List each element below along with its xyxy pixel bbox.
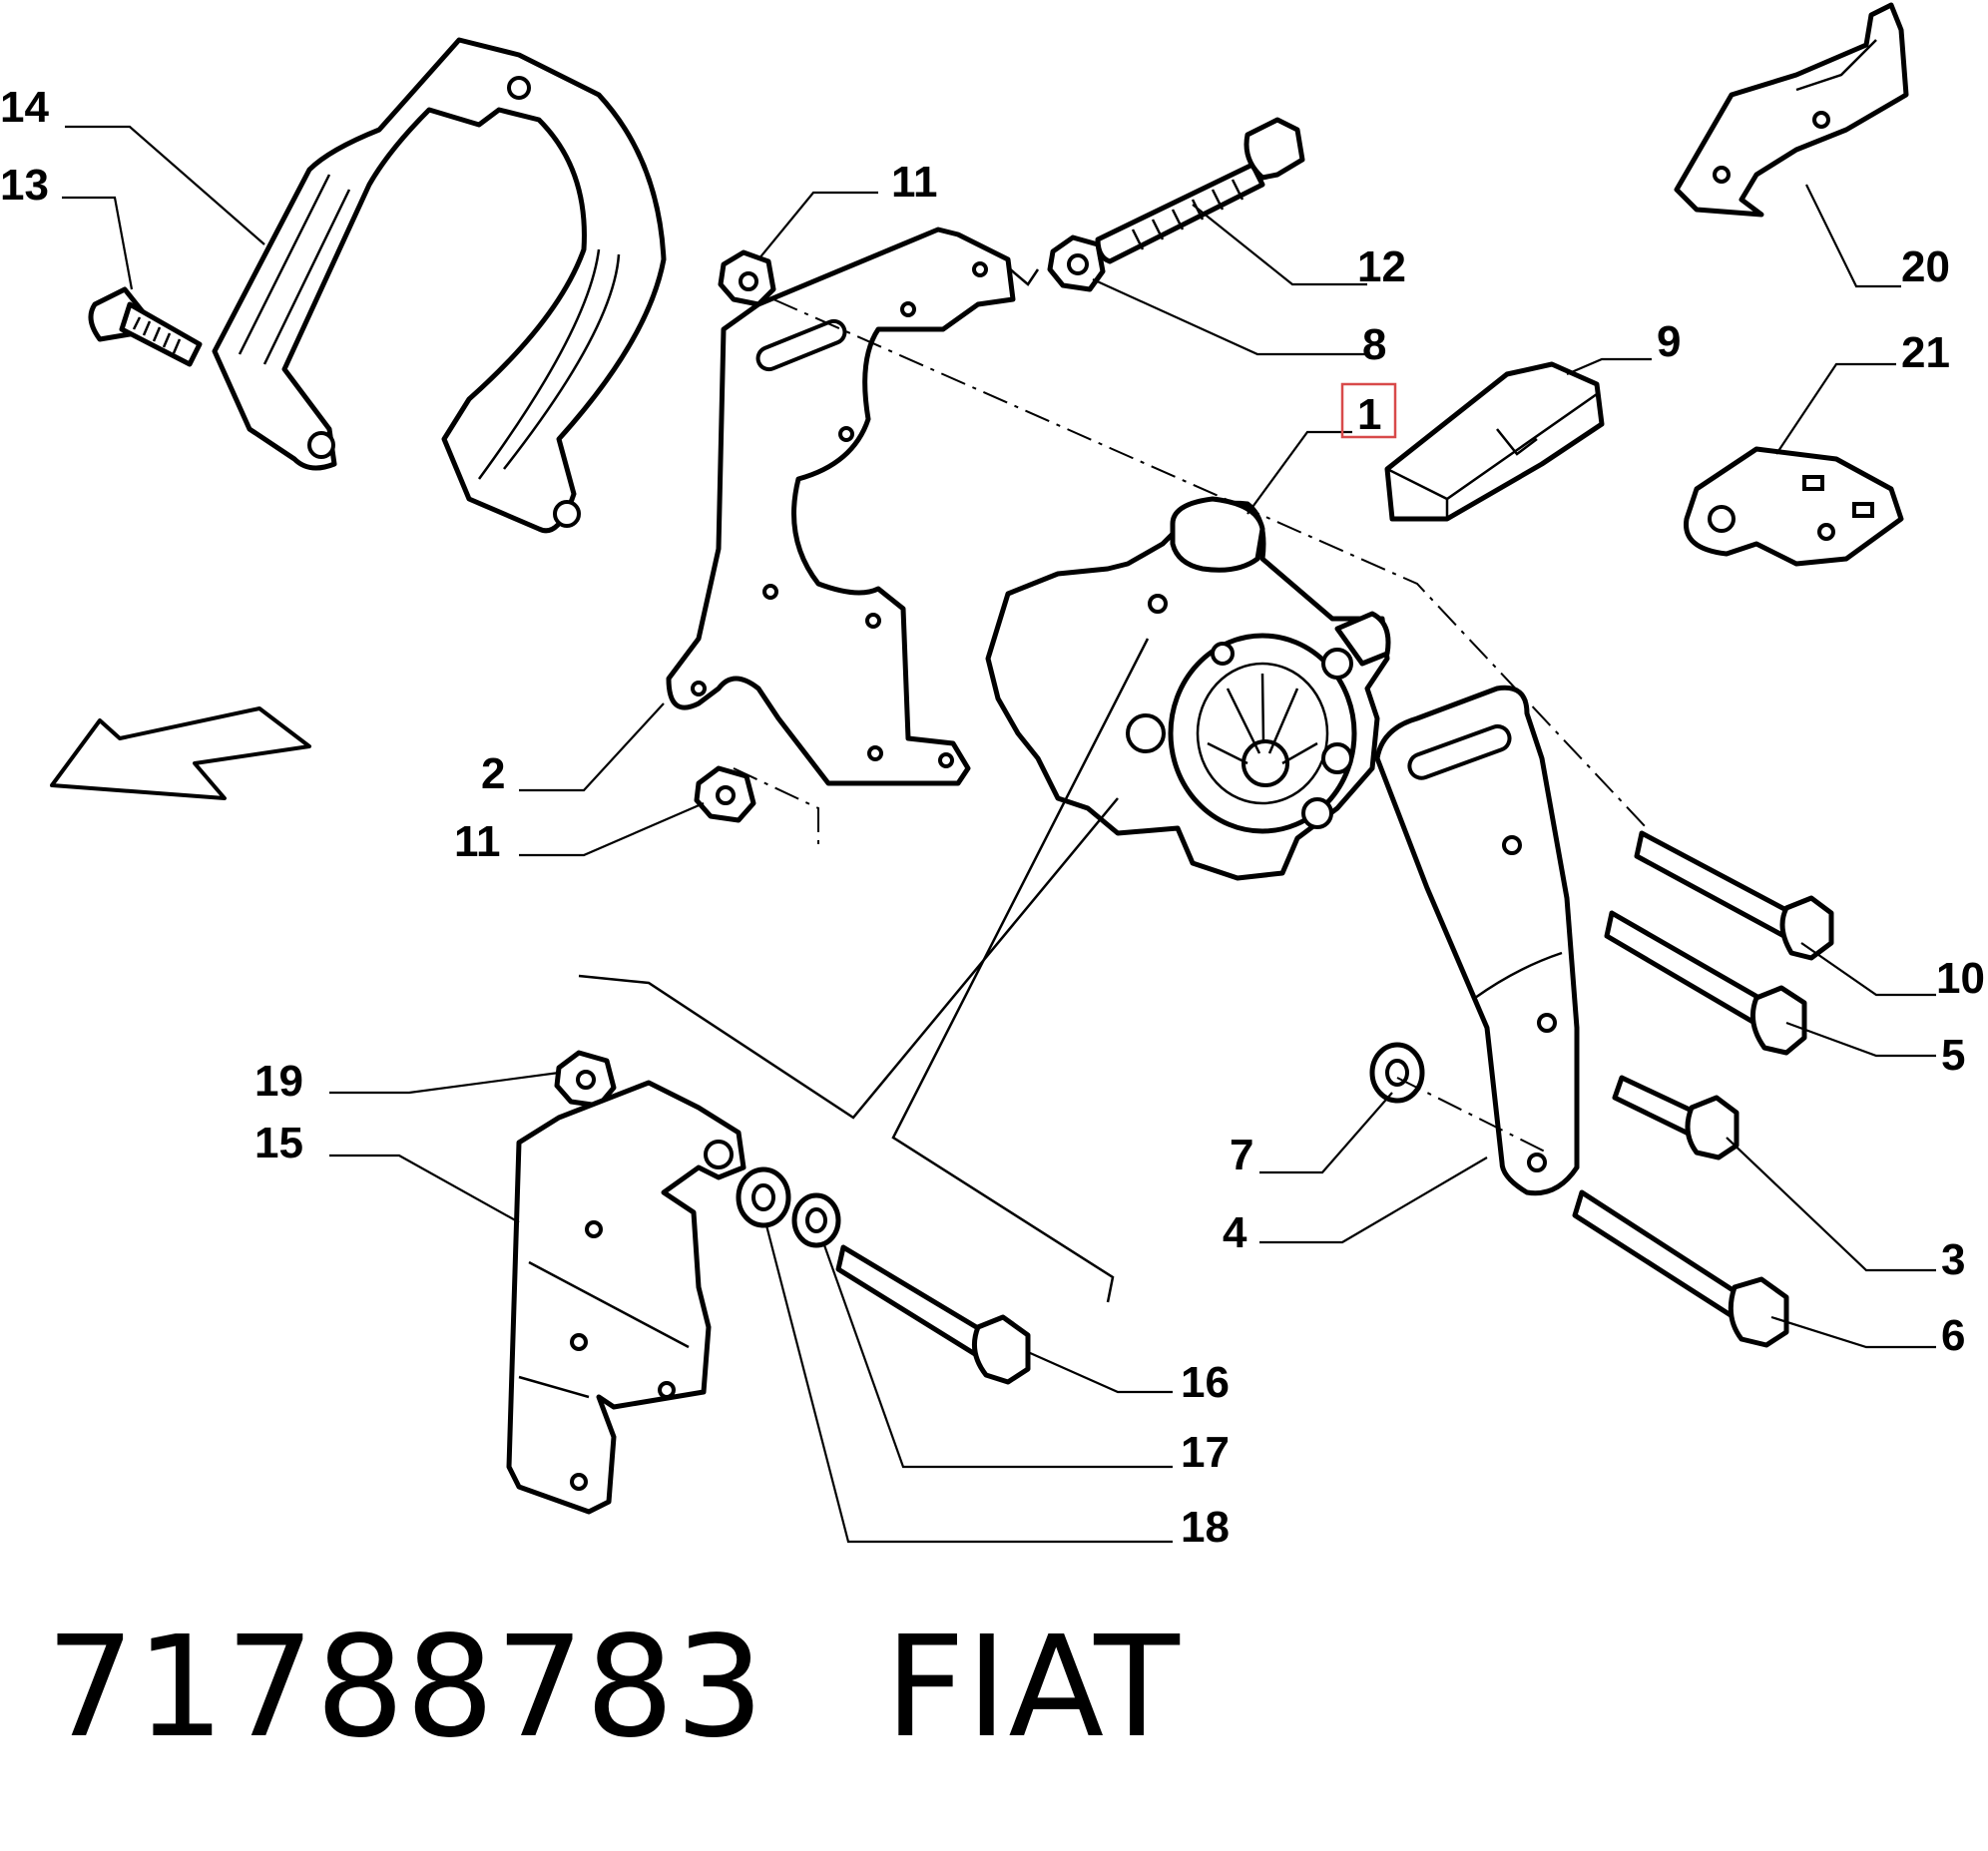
callout-labels: 14 13 11 12 8 9 1 20 21 2 11 10 5 7 4 3 …	[0, 83, 1985, 1552]
part-6-bolt	[1572, 1189, 1789, 1348]
part-14-curved-bracket	[212, 37, 667, 534]
callout-17: 17	[1181, 1428, 1230, 1477]
callout-9: 9	[1657, 317, 1681, 366]
callout-8: 8	[1362, 320, 1386, 369]
part-3-bolt	[1612, 1075, 1740, 1160]
part-5-bolt	[1604, 910, 1807, 1056]
callout-21: 21	[1901, 328, 1950, 377]
part-7-washer	[1369, 1042, 1425, 1104]
callout-14: 14	[0, 83, 49, 132]
callout-3: 3	[1941, 1235, 1965, 1284]
callout-13: 13	[0, 161, 49, 210]
callout-1: 1	[1357, 390, 1381, 439]
footer-caption: 71788783 FIAT	[46, 1607, 1181, 1769]
callout-18: 18	[1181, 1503, 1230, 1552]
center-lines	[578, 266, 1648, 1303]
callout-2: 2	[481, 749, 505, 798]
part-20-bracket	[1674, 2, 1909, 218]
part-19-nut	[554, 1050, 617, 1109]
part-10-bolt	[1634, 830, 1834, 961]
part-13-bolt	[88, 286, 203, 367]
direction-arrow-icon	[50, 706, 311, 800]
brand-name: FIAT	[884, 1607, 1181, 1769]
part-18-washer	[736, 1166, 791, 1228]
part-number: 71788783	[46, 1607, 765, 1769]
callout-12: 12	[1357, 242, 1406, 291]
part-17-lock-washer	[791, 1192, 841, 1248]
callout-19: 19	[254, 1057, 303, 1106]
callout-6: 6	[1941, 1311, 1965, 1360]
callout-20: 20	[1901, 242, 1950, 291]
part-8-nut	[1047, 234, 1106, 292]
callout-15: 15	[254, 1119, 303, 1167]
part-11-nut-top	[718, 249, 776, 307]
part-2-mounting-plate	[666, 227, 1016, 786]
part-1-pump-assembly	[985, 496, 1391, 881]
callout-16: 16	[1181, 1358, 1230, 1407]
highlight-box-part-1	[1340, 382, 1397, 439]
callout-7: 7	[1230, 1131, 1253, 1179]
callout-10: 10	[1936, 954, 1985, 1003]
part-15-lower-bracket	[506, 1080, 746, 1515]
callout-11-top: 11	[891, 158, 938, 207]
callout-5: 5	[1941, 1031, 1965, 1080]
callout-4: 4	[1223, 1208, 1247, 1257]
part-4-support-bracket	[1374, 685, 1580, 1196]
part-21-bracket	[1684, 446, 1904, 567]
part-9-rubber-block	[1384, 361, 1605, 522]
part-12-long-bolt	[1095, 117, 1305, 264]
leader-lines	[62, 125, 1936, 1544]
part-11-nut-bottom	[694, 765, 756, 823]
callout-11-bottom: 11	[454, 817, 501, 866]
